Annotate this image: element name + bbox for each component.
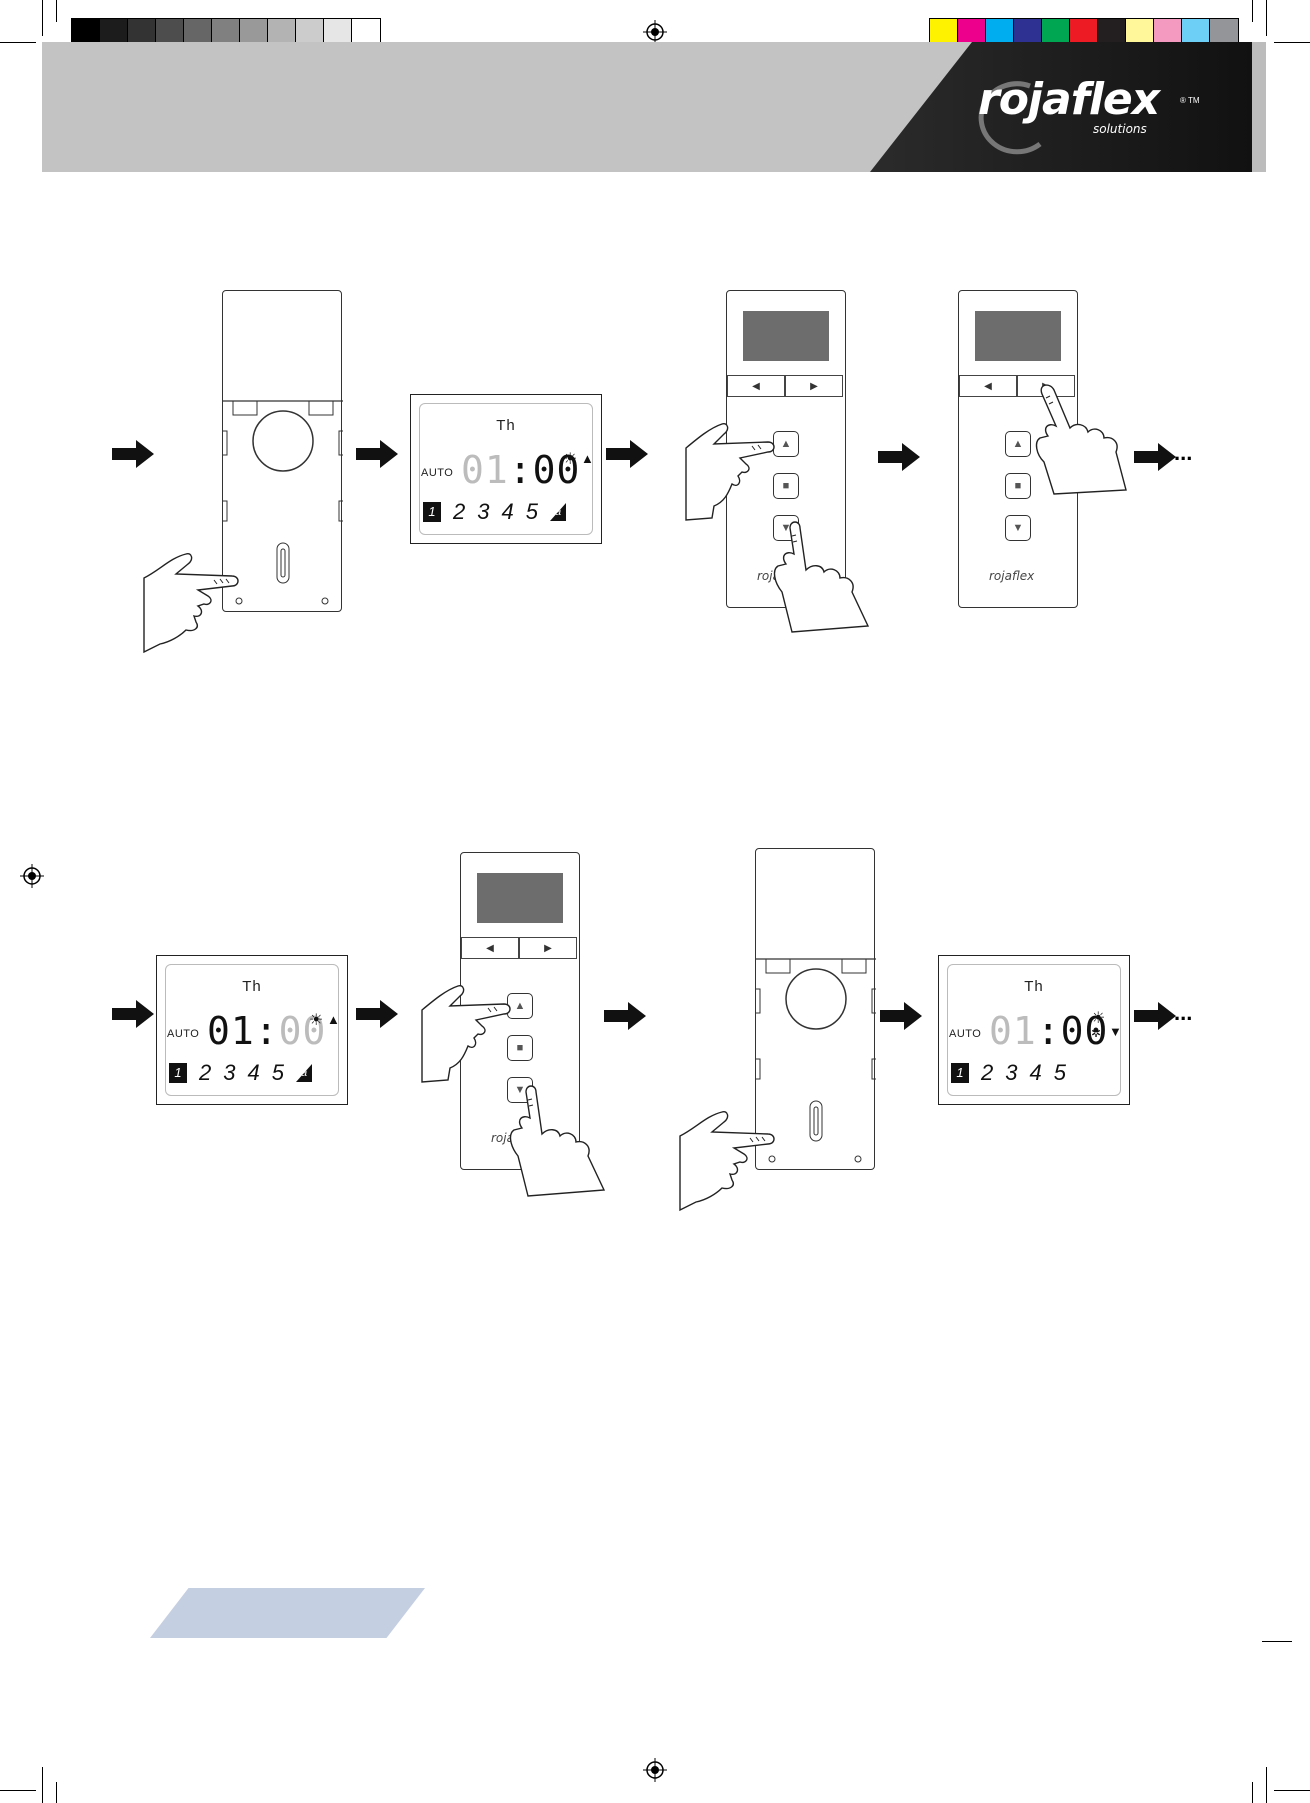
- remote-logo: rojaflex: [989, 569, 1034, 583]
- continuation-ellipsis: ...: [1174, 448, 1192, 458]
- moon-icon: ✲: [1091, 1026, 1101, 1040]
- hand-pointing-icon: [1030, 384, 1130, 494]
- hand-pointing-icon: [764, 522, 874, 632]
- channel-number: 3: [1005, 1060, 1017, 1086]
- lcd-display-2: Th AUTO 01:00 ☀ ▲ 1 2 3 4 5 a: [156, 955, 348, 1105]
- remote-screen: [975, 311, 1061, 361]
- left-button[interactable]: ◀: [461, 937, 519, 959]
- channel-1-chip: 1: [169, 1063, 187, 1083]
- lcd-day: Th: [411, 417, 601, 434]
- lcd-display-3: Th AUTO 01:00 ☀ ✲ ▼ 1 2 3 4 5: [938, 955, 1130, 1105]
- right-button[interactable]: ▶: [519, 937, 577, 959]
- crop-mark: [1252, 1782, 1253, 1803]
- lcd-colon: :: [255, 1009, 279, 1053]
- step-arrow-icon: [112, 440, 154, 468]
- channel-number: 2: [453, 499, 465, 525]
- up-triangle-icon: ▲: [327, 1012, 340, 1027]
- down-button[interactable]: ▼: [1005, 515, 1031, 541]
- channel-number: 4: [502, 499, 514, 525]
- brand-trademark: ® TM: [1180, 96, 1200, 105]
- step-arrow-icon: [112, 1000, 154, 1028]
- lcd-day: Th: [157, 978, 347, 995]
- crop-mark: [1252, 0, 1253, 22]
- lcd-mode: AUTO: [421, 467, 453, 479]
- footer-tab: [150, 1588, 425, 1638]
- channel-number: 3: [477, 499, 489, 525]
- crop-mark: [1266, 1767, 1267, 1803]
- channel-number: 4: [1030, 1060, 1042, 1086]
- crop-mark: [0, 1790, 36, 1791]
- remote-nav-row: ◀ ▶: [727, 375, 843, 397]
- channel-number: 5: [272, 1060, 284, 1086]
- brand-logo-subtitle: solutions: [1093, 122, 1147, 136]
- channel-number: 4: [248, 1060, 260, 1086]
- crop-mark: [1274, 42, 1310, 43]
- lcd-mode: AUTO: [167, 1028, 199, 1040]
- up-triangle-icon: ▲: [581, 451, 594, 466]
- lcd-channels: 1 2 3 4 5: [951, 1060, 1066, 1086]
- channel-number: 3: [223, 1060, 235, 1086]
- step-arrow-icon: [878, 443, 920, 471]
- channel-number: 5: [1054, 1060, 1066, 1086]
- step-arrow-icon: [606, 440, 648, 468]
- crop-mark: [56, 1782, 57, 1803]
- down-triangle-icon: ▼: [1109, 1024, 1122, 1039]
- lcd-day: Th: [939, 978, 1129, 995]
- registration-mark-icon: [20, 864, 44, 888]
- continuation-ellipsis: ...: [1174, 1008, 1192, 1018]
- hand-pointing-icon: [676, 1106, 796, 1210]
- channel-number: 2: [981, 1060, 993, 1086]
- stop-button[interactable]: ■: [1005, 473, 1031, 499]
- step-arrow-icon: [356, 1000, 398, 1028]
- crop-mark: [1274, 1790, 1310, 1791]
- lcd-mode: AUTO: [949, 1028, 981, 1040]
- crop-mark: [1266, 0, 1267, 36]
- step-arrow-icon: [356, 440, 398, 468]
- sun-icon: ☀: [1091, 1008, 1105, 1028]
- hand-pointing-icon: [500, 1084, 610, 1196]
- left-button[interactable]: ◀: [727, 375, 785, 397]
- left-button[interactable]: ◀: [959, 375, 1017, 397]
- lcd-channels: 1 2 3 4 5 a: [169, 1060, 312, 1086]
- lcd-hours: 01: [207, 1009, 255, 1053]
- registration-mark-icon: [643, 1758, 667, 1782]
- brand-logo: rojaflex: [978, 78, 1159, 122]
- lcd-colon: :: [509, 448, 533, 492]
- channel-a-chip: a: [296, 1064, 312, 1082]
- step-arrow-icon: [604, 1002, 646, 1030]
- step-arrow-icon: [880, 1002, 922, 1030]
- crop-mark: [56, 0, 57, 22]
- sun-icon: ☀: [563, 449, 577, 469]
- page-marker: [1262, 1641, 1292, 1642]
- sun-icon: ☀: [309, 1010, 323, 1030]
- remote-screen: [743, 311, 829, 361]
- hand-pointing-icon: [140, 548, 260, 652]
- lcd-channels: 1 2 3 4 5 a: [423, 499, 566, 525]
- crop-mark: [42, 1767, 43, 1803]
- lcd-colon: :: [1037, 1009, 1061, 1053]
- right-button[interactable]: ▶: [785, 375, 843, 397]
- crop-mark: [0, 42, 36, 43]
- lcd-display-1: Th AUTO 01:00 ☀ ▲ 1 2 3 4 5 a: [410, 394, 602, 544]
- up-button[interactable]: ▲: [1005, 431, 1031, 457]
- channel-number: 2: [199, 1060, 211, 1086]
- hand-pointing-icon: [684, 418, 794, 522]
- hand-pointing-icon: [420, 980, 530, 1084]
- channel-number: 5: [526, 499, 538, 525]
- crop-mark: [42, 0, 43, 36]
- step-arrow-icon: [1134, 443, 1176, 471]
- registration-mark-icon: [643, 20, 667, 44]
- step-arrow-icon: [1134, 1002, 1176, 1030]
- channel-a-chip: a: [550, 503, 566, 521]
- channel-1-chip: 1: [423, 502, 441, 522]
- lcd-hours: 01: [461, 448, 509, 492]
- channel-1-chip: 1: [951, 1063, 969, 1083]
- remote-nav-row: ◀ ▶: [461, 937, 577, 959]
- lcd-hours: 01: [989, 1009, 1037, 1053]
- remote-screen: [477, 873, 563, 923]
